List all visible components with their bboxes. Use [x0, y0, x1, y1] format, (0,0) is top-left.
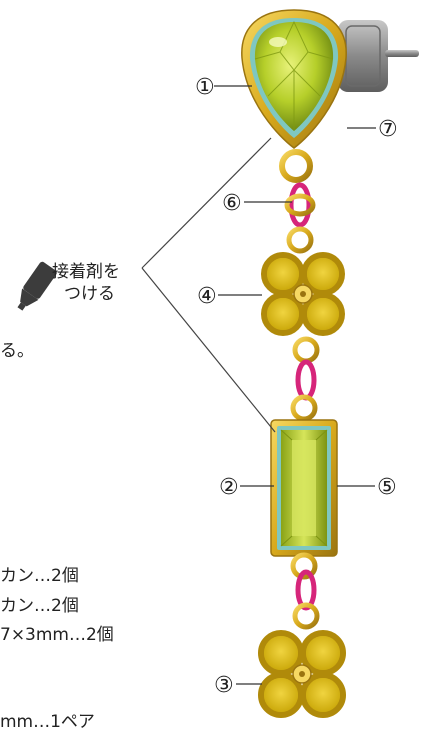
gold-link-above-bar	[290, 394, 318, 422]
glue-note-line2: つける	[64, 284, 115, 304]
flower-connector-lower	[258, 630, 346, 718]
gold-link-upper	[286, 226, 314, 254]
magenta-ring-6	[284, 182, 316, 228]
step-text-fragment: る。	[0, 341, 34, 361]
top-jump-ring-7	[279, 149, 313, 183]
flower-connector-upper	[261, 252, 345, 336]
callout-4: ④	[197, 284, 217, 309]
magenta-ring-lower	[295, 569, 317, 611]
ear-post-nut	[338, 20, 419, 92]
glue-pointer-lines	[141, 137, 276, 433]
callout-2: ②	[219, 475, 239, 500]
glue-tube-icon	[17, 261, 57, 311]
gold-link-below-bar	[290, 552, 318, 580]
callout-labels: ① ② ③ ④ ⑤ ⑥ ⑦	[195, 75, 398, 698]
glue-note-line1: 接着剤を	[52, 262, 120, 282]
callout-leader-lines	[214, 85, 376, 685]
materials-line-4: mm…1ペア	[0, 712, 95, 732]
materials-line-1: カン…2個	[0, 566, 79, 586]
callout-7: ⑦	[378, 117, 398, 142]
magenta-ring-mid	[295, 359, 317, 401]
materials-line-3: 7×3mm…2個	[0, 625, 114, 645]
gold-link-mid	[292, 336, 320, 364]
gold-link-lower	[292, 602, 320, 630]
baguette-setting	[270, 419, 338, 557]
callout-6: ⑥	[222, 191, 242, 216]
callout-3: ③	[214, 673, 234, 698]
teardrop-setting	[241, 9, 347, 149]
callout-5: ⑤	[377, 475, 397, 500]
materials-line-2: カン…2個	[0, 596, 79, 616]
callout-1: ①	[195, 75, 215, 100]
